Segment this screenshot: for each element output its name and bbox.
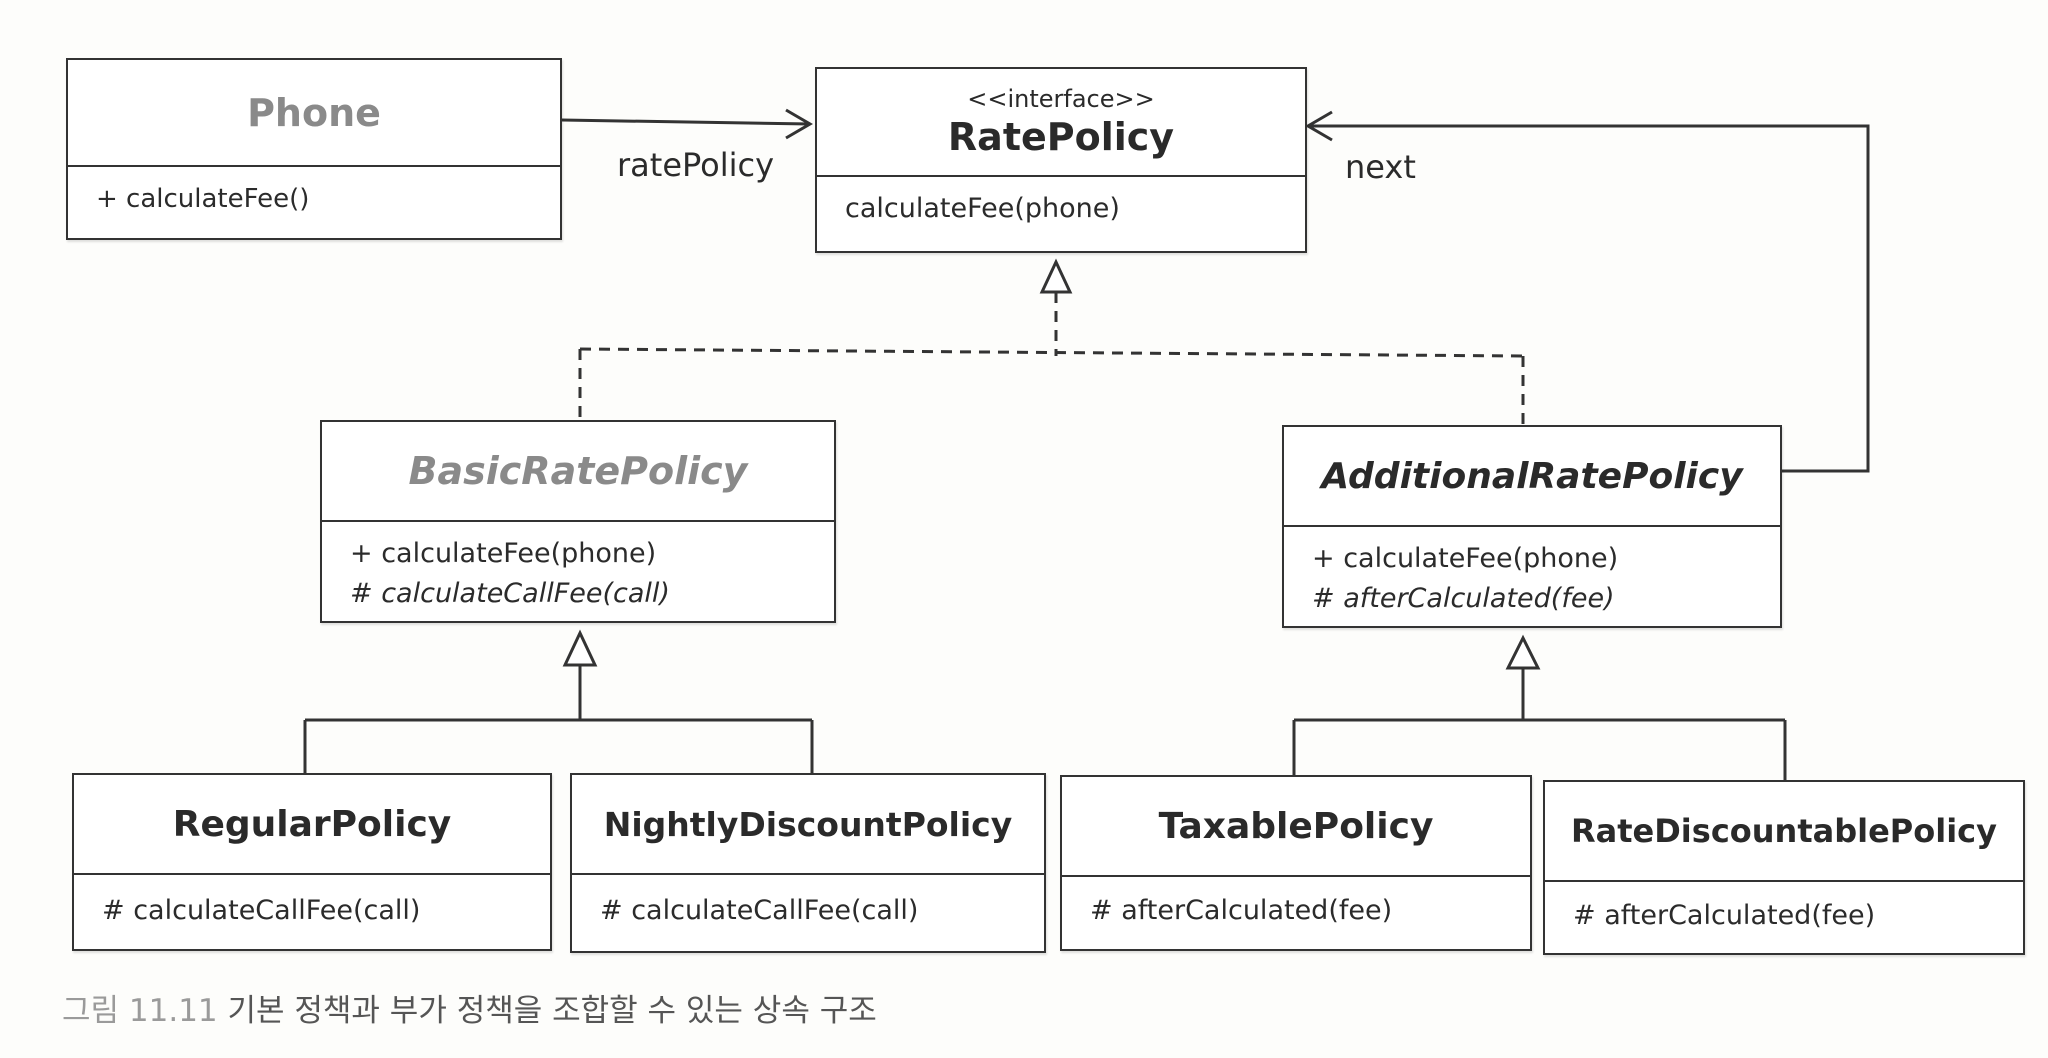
class-taxablepolicy-name: TaxablePolicy (1062, 777, 1530, 877)
association-phone-ratepolicy (561, 108, 813, 140)
association-additional-ratepolicy (1305, 110, 1870, 473)
class-additionalratepolicy: AdditionalRatePolicy + calculateFee(phon… (1282, 425, 1782, 628)
generalization-to-basicratepolicy (303, 629, 814, 773)
class-basicratepolicy-operations: + calculateFee(phone) # calculateCallFee… (322, 522, 834, 614)
class-ratediscountablepolicy-operations: # afterCalculated(fee) (1545, 882, 2023, 936)
class-phone-operations: + calculateFee() (68, 167, 560, 219)
class-ratediscountablepolicy: RateDiscountablePolicy # afterCalculated… (1543, 780, 2025, 955)
generalization-to-additionalratepolicy (1292, 634, 1787, 780)
stereotype-label: <<interface>> (967, 85, 1155, 113)
class-nightlydiscountpolicy-name: NightlyDiscountPolicy (572, 775, 1044, 875)
class-ratepolicy-header: <<interface>> RatePolicy (817, 69, 1305, 177)
class-nightlydiscountpolicy-operations: # calculateCallFee(call) (572, 875, 1044, 931)
class-regularpolicy-name: RegularPolicy (74, 775, 550, 875)
figure-caption: 그림 11.11 기본 정책과 부가 정책을 조합할 수 있는 상속 구조 (62, 985, 877, 1030)
class-ratepolicy-name: RatePolicy (947, 115, 1175, 159)
association-label-ratepolicy: ratePolicy (617, 146, 775, 184)
operation: + calculateFee(phone) (350, 538, 657, 569)
operation: # calculateCallFee(call) (600, 895, 919, 926)
operation: # calculateCallFee(call) (350, 578, 670, 609)
class-regularpolicy-operations: # calculateCallFee(call) (74, 875, 550, 931)
class-ratepolicy: <<interface>> RatePolicy calculateFee(ph… (815, 67, 1307, 253)
class-additionalratepolicy-name: AdditionalRatePolicy (1284, 427, 1780, 527)
class-phone-name: Phone (68, 60, 560, 167)
class-phone: Phone + calculateFee() (66, 58, 562, 240)
association-label-next: next (1345, 148, 1416, 186)
operation: + calculateFee() (96, 184, 310, 214)
figure-caption-text: 기본 정책과 부가 정책을 조합할 수 있는 상속 구조 (227, 993, 877, 1029)
operation: + calculateFee(phone) (1312, 543, 1619, 574)
class-ratepolicy-operations: calculateFee(phone) (817, 177, 1305, 229)
class-regularpolicy: RegularPolicy # calculateCallFee(call) (72, 773, 552, 951)
operation: calculateFee(phone) (845, 193, 1120, 224)
class-taxablepolicy-operations: # afterCalculated(fee) (1062, 877, 1530, 931)
class-nightlydiscountpolicy: NightlyDiscountPolicy # calculateCallFee… (570, 773, 1046, 953)
class-taxablepolicy: TaxablePolicy # afterCalculated(fee) (1060, 775, 1532, 951)
operation: # afterCalculated(fee) (1090, 895, 1393, 926)
realization-to-ratepolicy (578, 258, 1525, 425)
operation: # afterCalculated(fee) (1312, 583, 1615, 614)
class-basicratepolicy: BasicRatePolicy + calculateFee(phone) # … (320, 420, 836, 623)
operation: # calculateCallFee(call) (102, 895, 421, 926)
class-basicratepolicy-name: BasicRatePolicy (322, 422, 834, 522)
class-additionalratepolicy-operations: + calculateFee(phone) # afterCalculated(… (1284, 527, 1780, 619)
operation: # afterCalculated(fee) (1573, 900, 1876, 931)
class-ratediscountablepolicy-name: RateDiscountablePolicy (1545, 782, 2023, 882)
figure-number: 그림 11.11 (62, 993, 218, 1029)
